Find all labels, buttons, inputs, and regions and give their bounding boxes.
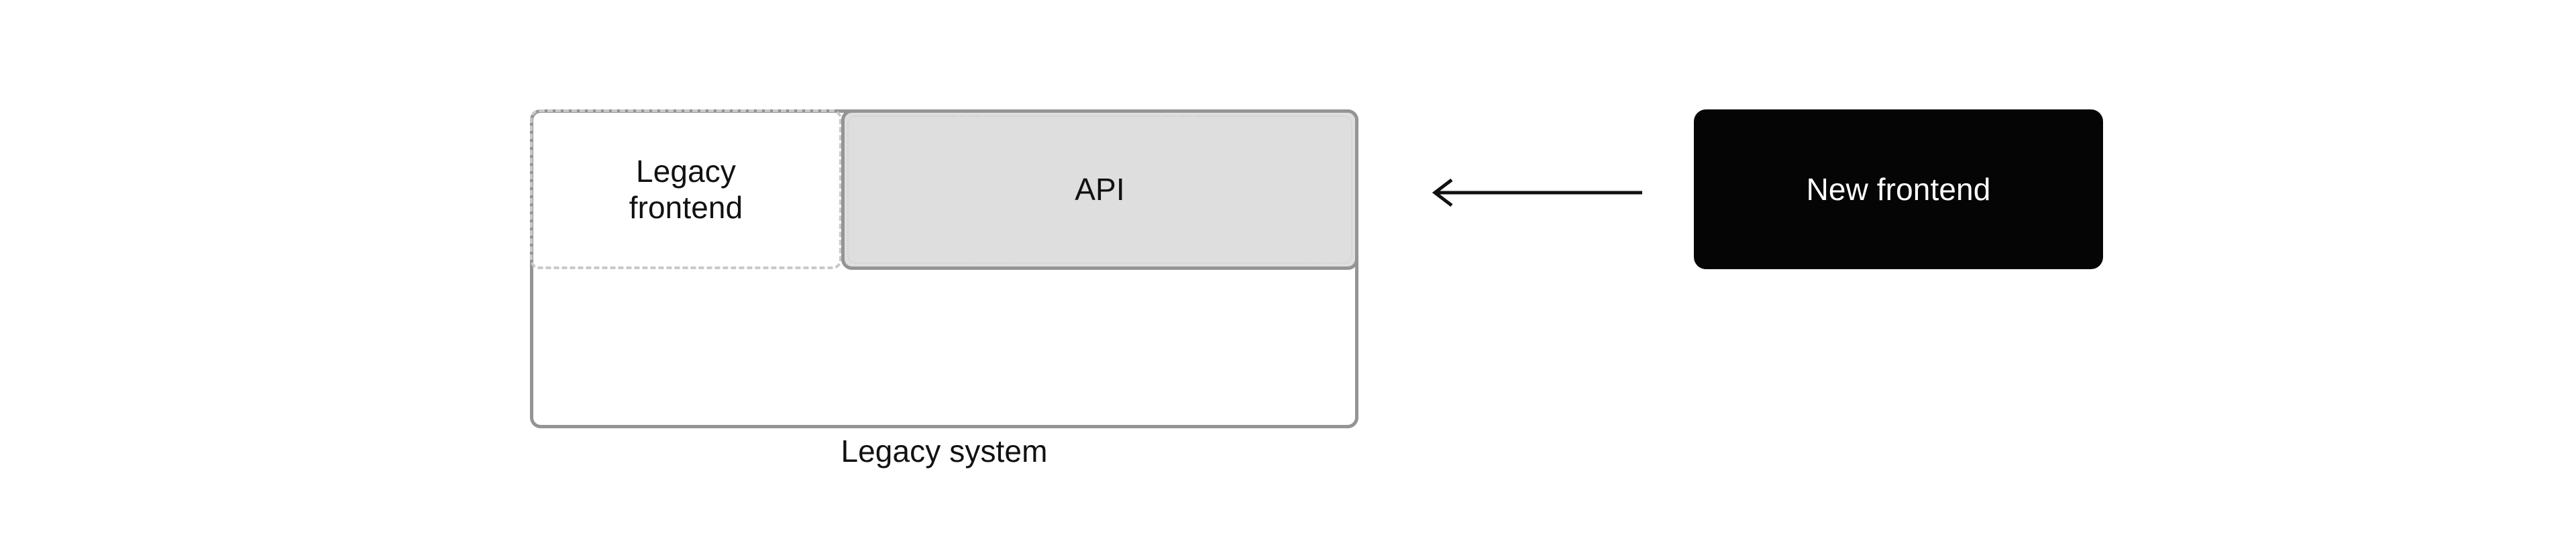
node-new-frontend-label: New frontend (1806, 171, 1991, 207)
node-legacy-system-label: Legacy system (841, 434, 1048, 469)
node-legacy-frontend-label-line2: frontend (629, 190, 743, 225)
node-api-label: API (1075, 172, 1125, 207)
node-api[interactable]: API (841, 109, 1358, 270)
node-new-frontend[interactable]: New frontend (1694, 109, 2103, 269)
node-legacy-frontend-label: Legacy frontend (629, 153, 743, 226)
edge-new-frontend-to-api (1429, 173, 1644, 212)
arrow-head (1432, 179, 1453, 207)
node-legacy-frontend-label-line1: Legacy (636, 153, 736, 189)
arrow-left-icon (1432, 179, 1642, 207)
node-legacy-frontend[interactable]: Legacy frontend (530, 109, 842, 269)
